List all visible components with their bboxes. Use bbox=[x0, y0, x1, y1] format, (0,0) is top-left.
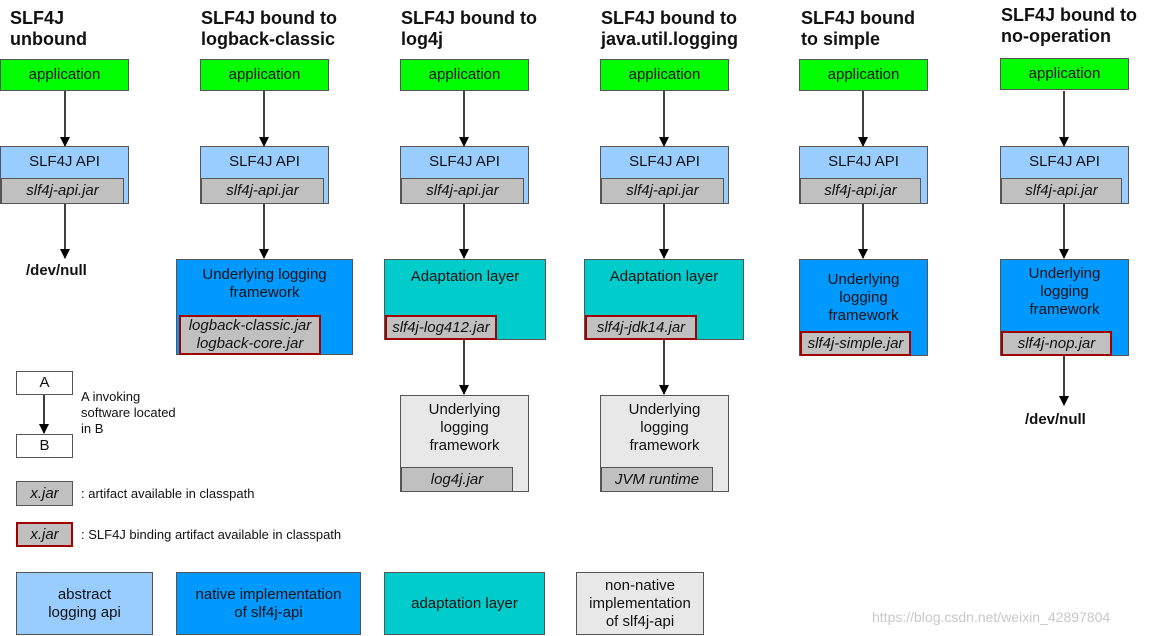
api-label: SLF4J API bbox=[429, 153, 500, 170]
legend-box-a: A bbox=[16, 371, 73, 395]
impl-label: Underlying logging framework bbox=[1028, 265, 1101, 318]
native-impl-box: Underlying logging framework slf4j-nop.j… bbox=[1000, 259, 1129, 356]
impl-label: Underlying logging framework bbox=[827, 271, 900, 324]
legend-artifact-text: : artifact available in classpath bbox=[81, 486, 255, 501]
api-label: SLF4J API bbox=[1029, 153, 1100, 170]
adaptation-label: Adaptation layer bbox=[609, 268, 719, 285]
framework-jar: log4j.jar bbox=[401, 467, 513, 492]
application-box: application bbox=[600, 59, 729, 91]
slf4j-api-box: SLF4J API slf4j-api.jar bbox=[400, 146, 529, 204]
key-non-native-impl: non-native implementation of slf4j-api bbox=[576, 572, 704, 635]
api-jar: slf4j-api.jar bbox=[401, 178, 524, 204]
api-jar: slf4j-api.jar bbox=[800, 178, 921, 204]
api-jar: slf4j-api.jar bbox=[1001, 178, 1122, 204]
column-title: SLF4J bound to log4j bbox=[401, 8, 537, 49]
framework-label: Underlying logging framework bbox=[428, 401, 501, 454]
application-box: application bbox=[0, 59, 129, 91]
api-jar: slf4j-api.jar bbox=[201, 178, 324, 204]
column-title: SLF4J unbound bbox=[10, 8, 87, 49]
api-label: SLF4J API bbox=[828, 153, 899, 170]
key-abstract-api: abstract logging api bbox=[16, 572, 153, 635]
adaptation-layer-box: Adaptation layer slf4j-jdk14.jar bbox=[584, 259, 744, 340]
framework-label: Underlying logging framework bbox=[628, 401, 701, 454]
application-box: application bbox=[799, 59, 928, 91]
native-impl-box: Underlying logging framework slf4j-simpl… bbox=[799, 259, 928, 356]
slf4j-api-box: SLF4J API slf4j-api.jar bbox=[0, 146, 129, 204]
api-jar: slf4j-api.jar bbox=[1, 178, 124, 204]
legend-binding-text: : SLF4J binding artifact available in cl… bbox=[81, 527, 342, 542]
application-box: application bbox=[400, 59, 529, 91]
native-impl-box: Underlying logging framework logback-cla… bbox=[176, 259, 353, 355]
legend-box-b: B bbox=[16, 434, 73, 458]
application-box: application bbox=[1000, 58, 1129, 90]
devnull-label: /dev/null bbox=[26, 262, 87, 279]
slf4j-api-box: SLF4J API slf4j-api.jar bbox=[600, 146, 729, 204]
api-label: SLF4J API bbox=[629, 153, 700, 170]
binding-jar: slf4j-jdk14.jar bbox=[585, 315, 697, 340]
column-title: SLF4J bound to no-operation bbox=[1001, 5, 1137, 46]
binding-jar: slf4j-nop.jar bbox=[1001, 331, 1112, 356]
non-native-framework-box: Underlying logging framework log4j.jar bbox=[400, 395, 529, 492]
application-box: application bbox=[200, 59, 329, 91]
api-label: SLF4J API bbox=[229, 153, 300, 170]
adaptation-layer-box: Adaptation layer slf4j-log412.jar bbox=[384, 259, 546, 340]
column-title: SLF4J bound to java.util.logging bbox=[601, 8, 739, 49]
legend-jar-swatch: x.jar bbox=[16, 481, 73, 506]
column-title: SLF4J bound to logback-classic bbox=[201, 8, 337, 49]
slf4j-api-box: SLF4J API slf4j-api.jar bbox=[1000, 146, 1129, 204]
devnull-label: /dev/null bbox=[1025, 411, 1086, 428]
slf4j-api-box: SLF4J API slf4j-api.jar bbox=[799, 146, 928, 204]
non-native-framework-box: Underlying logging framework JVM runtime bbox=[600, 395, 729, 492]
key-adaptation-layer: adaptation layer bbox=[384, 572, 545, 635]
binding-jar: logback-classic.jar logback-core.jar bbox=[179, 315, 321, 355]
framework-jar: JVM runtime bbox=[601, 467, 713, 492]
binding-jar: slf4j-log412.jar bbox=[385, 315, 497, 340]
adaptation-label: Adaptation layer bbox=[410, 268, 520, 285]
watermark: https://blog.csdn.net/weixin_42897804 bbox=[872, 609, 1111, 625]
binding-jar: slf4j-simple.jar bbox=[800, 331, 911, 356]
key-native-impl: native implementation of slf4j-api bbox=[176, 572, 361, 635]
column-title: SLF4J bound to simple bbox=[801, 8, 915, 49]
slf4j-api-box: SLF4J API slf4j-api.jar bbox=[200, 146, 329, 204]
legend-binding-jar-swatch: x.jar bbox=[16, 522, 73, 547]
impl-label: Underlying logging framework bbox=[202, 266, 327, 301]
api-label: SLF4J API bbox=[29, 153, 100, 170]
legend-invoke-text: A invoking software located in B bbox=[81, 389, 176, 436]
api-jar: slf4j-api.jar bbox=[601, 178, 724, 204]
